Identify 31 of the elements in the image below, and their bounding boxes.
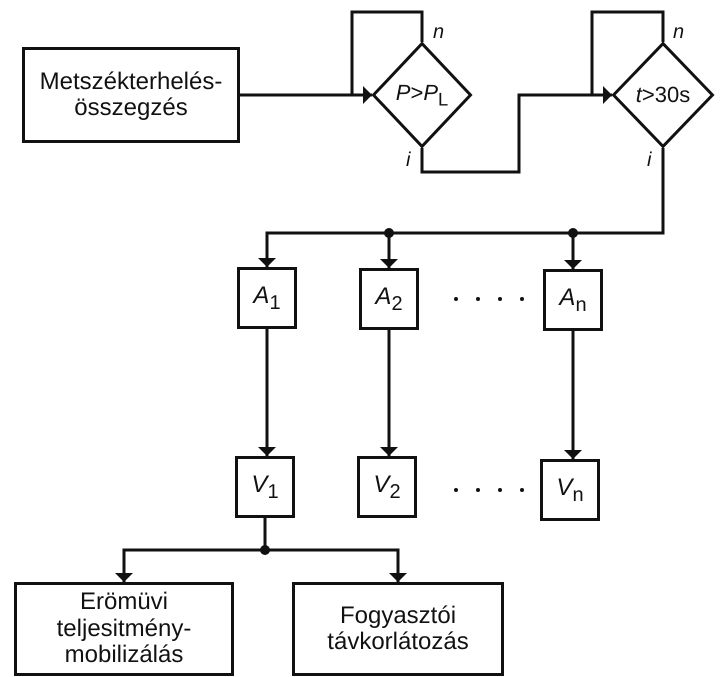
box-text: V$_{1}$ (251, 472, 279, 502)
condition-text: P>P$_{L}$ (396, 80, 448, 110)
arrow (350, 10, 424, 104)
edge-label: n (433, 22, 444, 42)
process-box (359, 268, 419, 330)
box-text: V$_{n}$ (556, 474, 584, 506)
process-box (22, 47, 240, 143)
process-box (292, 582, 504, 676)
box-text: A$_{n}$ (559, 284, 587, 316)
condition-text: t>30s (636, 82, 690, 108)
box-text: A$_{2}$ (375, 284, 403, 314)
box-text: Metszékterhelés- összegzés (38, 68, 224, 122)
decision-diamond (612, 42, 714, 148)
process-box (357, 456, 417, 518)
decision-diamond (372, 42, 472, 148)
edge-label: i (647, 150, 652, 170)
box-text: Erömüvi teljesitmény- mobilizálás (56, 589, 192, 669)
box-text: Fogyasztói távkorlátozás (326, 602, 470, 656)
process-box (540, 459, 600, 521)
box-text: A$_{1}$ (253, 282, 281, 314)
edge-label: n (673, 22, 684, 42)
process-box (14, 582, 234, 676)
process-box (235, 456, 295, 518)
arrow (564, 331, 582, 459)
box-text: V$_{2}$ (373, 472, 401, 502)
edge-label: i (406, 150, 410, 170)
arrow (590, 10, 664, 104)
process-box (237, 267, 297, 329)
arrow (380, 330, 398, 456)
arrow (258, 329, 276, 456)
process-box (543, 269, 603, 331)
